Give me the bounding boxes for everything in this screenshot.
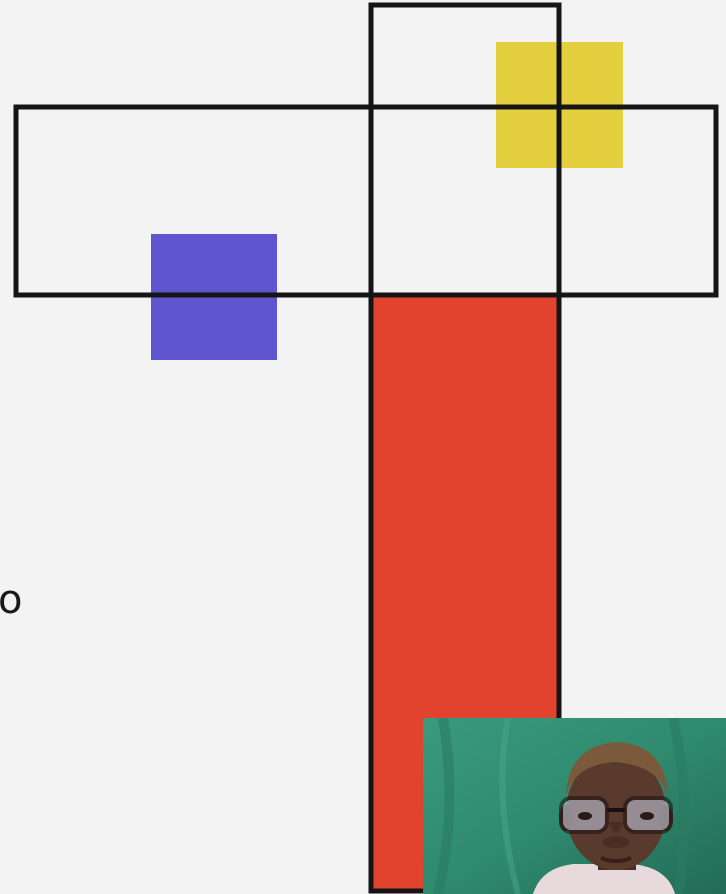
slide-text-fragment: o xyxy=(0,576,22,624)
participant-video xyxy=(423,718,726,894)
webcam-thumbnail[interactable] xyxy=(423,718,726,894)
